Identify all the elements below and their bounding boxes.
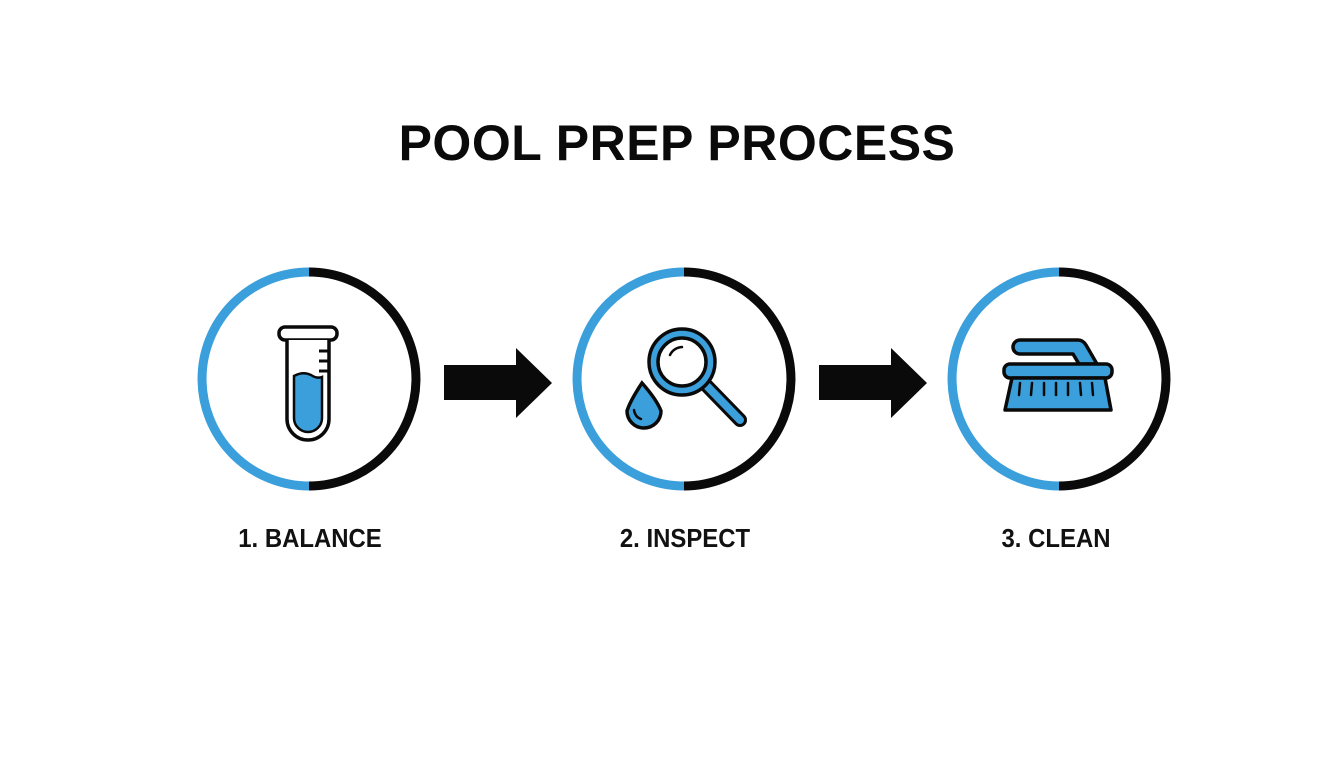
step-balance (195, 265, 423, 493)
arrow-right-icon (819, 348, 927, 418)
magnifier-water-drop-icon (625, 327, 747, 430)
step-label-balance: 1. BALANCE (238, 523, 382, 553)
progress-ring (572, 267, 796, 491)
diagram-title: POOL PREP PROCESS (398, 115, 956, 171)
arrow-right-icon (444, 348, 552, 418)
progress-ring (947, 267, 1171, 491)
scrub-brush-icon (1002, 338, 1114, 412)
progress-ring (197, 267, 421, 491)
step-label-clean: 3. CLEAN (1001, 523, 1111, 553)
step-clean (945, 265, 1173, 493)
step-inspect (570, 265, 798, 493)
step-label-inspect: 2. INSPECT (619, 523, 751, 553)
test-tube-icon (277, 325, 339, 442)
